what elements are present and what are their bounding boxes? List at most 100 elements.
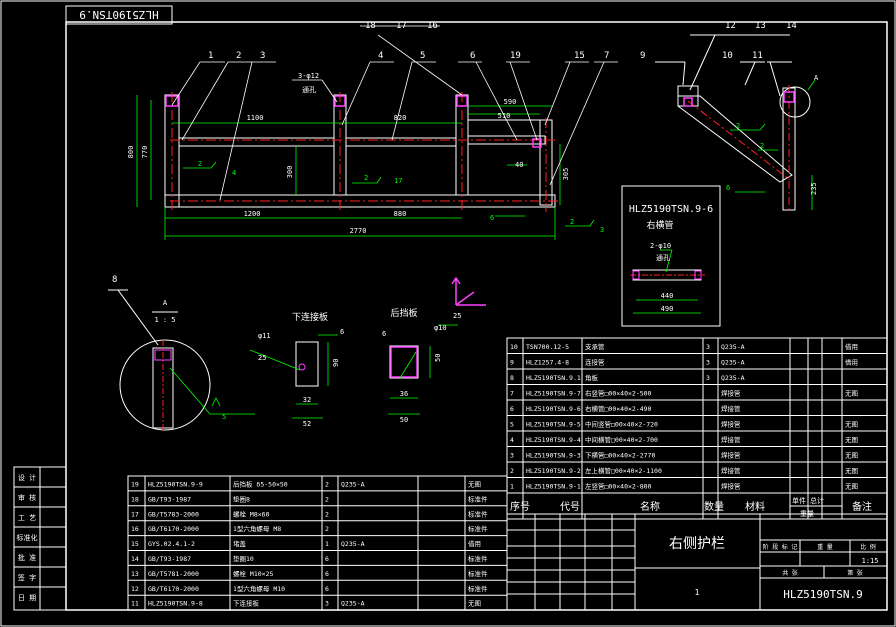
bom-left-cell: 1型六角螺母 M10	[233, 584, 285, 593]
balloon: 8	[112, 275, 117, 285]
bom-right-cell: Q235-A	[721, 374, 745, 382]
main-front-view	[136, 25, 618, 240]
bom-left-cell: GB/T5783-2000	[148, 510, 199, 518]
note-through: 通孔	[302, 85, 316, 94]
bom-right-cell: 焊接管	[721, 389, 741, 398]
bom-right-cell: HLZ5190TSN.9-2	[526, 467, 581, 475]
svg-text:2: 2	[760, 142, 764, 150]
plate-lower-hole: φ11	[258, 332, 271, 340]
bom-left-cell: GB/T93-1987	[148, 555, 191, 563]
strip-label: 设 计	[18, 473, 36, 482]
detail-a-scale: 1 : 5	[154, 316, 175, 324]
bom-right-cell: 连接管	[585, 358, 605, 367]
detail-a-label: A	[163, 299, 168, 307]
svg-text:5: 5	[222, 413, 226, 421]
bom-left-cell: 螺栓 M8×60	[233, 509, 270, 518]
balloon: 7	[604, 51, 609, 61]
bom-right-header-sub: 总计	[810, 496, 824, 505]
bom-right-cell: 焊接管	[721, 451, 741, 460]
side-view: 2 6 2 235 A	[655, 34, 819, 213]
bom-right-header: 名称	[640, 500, 660, 513]
balloon: 5	[420, 51, 425, 61]
sub-part-name: 右横管	[646, 219, 673, 231]
bom-right-cell: 角板	[585, 373, 599, 382]
bom-left-cell: 2	[325, 510, 329, 518]
bom-right-cell: HLZ5190TSN.9-1	[526, 483, 581, 491]
balloon: 16	[427, 21, 438, 31]
bom-left-cell: 垫圈10	[233, 554, 254, 563]
bom-left-cell: 15	[131, 540, 139, 548]
bom-left-cell: 18	[131, 495, 139, 503]
balloon: 6	[470, 51, 475, 61]
bom-right-cell: 无图	[845, 483, 858, 491]
balloon: 1	[208, 51, 213, 61]
plate-lower-title: 下连接板	[292, 311, 328, 323]
sub-dim-490: 490	[661, 305, 674, 313]
bom-right-cell: HLZ5190TSN.9.1	[526, 374, 581, 382]
sub-dim-440: 440	[661, 292, 674, 300]
bom-left-cell: 1	[325, 540, 329, 548]
balloon: 12	[725, 21, 736, 31]
balloon: 2	[236, 51, 241, 61]
bom-right-cell: HLZ5190TSN.9-6	[526, 405, 581, 413]
bom-right-header-sub: 单件	[792, 496, 806, 505]
strip-label: 日 期	[18, 594, 36, 602]
dim-right-top: 590	[504, 98, 517, 106]
balloon: 15	[574, 51, 585, 61]
detail-a: A 1 : 5 5	[108, 289, 255, 432]
bom-left-cell: 借用	[468, 539, 481, 548]
bom-right-cell: Q235-A	[721, 359, 745, 367]
bom-right-cell: 下横管□00×40×2-2770	[585, 451, 655, 460]
bom-right-cell: 2	[510, 467, 514, 475]
bom-left-cell: HLZ5190TSN.9-8	[148, 600, 203, 608]
bom-left-cell: Q235-A	[341, 481, 365, 489]
detail-tag: A	[814, 74, 819, 82]
drawing-number: HLZ5190TSN.9	[783, 588, 862, 601]
bom-right-header: 序号	[510, 500, 530, 513]
drawing-stamp: HLZ5190TSN.9	[65, 5, 173, 25]
strip-label: 批 准	[18, 553, 36, 562]
bom-left-cell: 标准件	[468, 524, 488, 533]
bom-right-cell: 借用	[845, 342, 858, 351]
strip-label: 审 核	[18, 493, 36, 502]
bom-right-cell: HLZ1257.4-8	[526, 359, 569, 367]
bom-right-cell: 借用	[845, 358, 858, 367]
plate-lower-d2: 52	[303, 420, 311, 428]
bom-right-cell: 焊接管	[721, 420, 741, 429]
bom-right-header: 备注	[852, 500, 872, 513]
balloon: 13	[755, 21, 766, 31]
strip-label: 签 字	[18, 573, 36, 582]
bom-right-cell: 无图	[845, 421, 858, 429]
balloon: 11	[752, 51, 763, 61]
balloon: 3	[260, 51, 265, 61]
bom-left-cell: 1型六角螺母 M8	[233, 524, 281, 533]
bom-right-cell: 无图	[845, 390, 858, 398]
bom-left-cell: 垫圈8	[233, 494, 250, 503]
sub-part-title: HLZ5190TSN.9-6	[629, 204, 713, 215]
bom-left-cell: GB/T6170-2000	[148, 585, 199, 593]
sub-part-box: HLZ5190TSN.9-6 右横管 2-φ10 通孔 440 490	[621, 185, 721, 327]
tb-stage-label: 阶 段 标 记	[763, 543, 798, 551]
bom-right-cell: TSN700.12-5	[526, 343, 569, 351]
sub-part-holes: 2-φ10	[650, 242, 671, 250]
plate-rear-thk: 6	[382, 330, 386, 338]
bom-left-cell: 2	[325, 481, 329, 489]
left-signoff-strip	[13, 466, 67, 611]
strip-label: 标准化	[17, 533, 38, 542]
bom-left-cell: 13	[131, 570, 139, 578]
balloon: 18	[365, 21, 376, 31]
plate-lower-thk: 6	[340, 328, 344, 336]
bom-right-cell: 8	[510, 374, 514, 382]
bom-left-cell: 6	[325, 570, 329, 578]
bom-left-cell: GB/T93-1987	[148, 495, 191, 503]
dim-235: 235	[810, 182, 818, 195]
bom-right-cell: 5	[510, 421, 514, 429]
plate-rear-title: 后挡板	[390, 307, 417, 319]
svg-text:2: 2	[736, 122, 740, 130]
plate-lower-angle: 25	[258, 354, 266, 362]
bom-right-header: 数量	[704, 500, 724, 513]
bom-right-cell: 无图	[845, 436, 858, 444]
sub-part-through: 通孔	[656, 253, 670, 262]
